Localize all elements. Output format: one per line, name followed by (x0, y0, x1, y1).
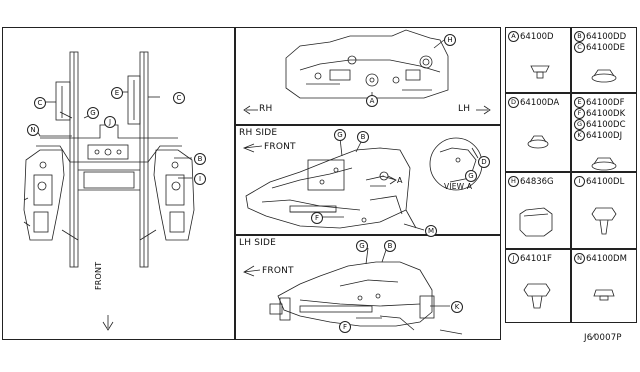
part-letter: K (574, 130, 585, 141)
callout-g-lh: G (356, 240, 368, 252)
underbody-drawing (23, 51, 195, 331)
part-letter: C (574, 42, 585, 53)
part-letter: H (508, 176, 519, 187)
part-number: 64100DK (586, 108, 626, 119)
callout-b-left: B (194, 153, 206, 165)
part-letter: J (508, 253, 519, 264)
callout-b-lh: B (384, 240, 396, 252)
lh-side-panel (235, 235, 501, 340)
part-number: 64100DJ (586, 130, 623, 141)
part-number: 64100DD (586, 31, 627, 42)
view-a-label: VIEW A (444, 182, 473, 191)
part-number: 64100DF (586, 97, 625, 108)
callout-g-rh: G (334, 129, 346, 141)
rh-side-panel (235, 125, 501, 235)
left-panel (2, 27, 235, 340)
part-cell-4-1 (505, 249, 571, 323)
lh-side-drawing (243, 247, 463, 335)
part-cell-2-2 (571, 93, 637, 172)
part-letter: E (574, 97, 585, 108)
callout-c-right: C (173, 92, 185, 104)
rh-a-mark: A (397, 176, 403, 185)
callout-i-left: I (194, 173, 206, 185)
callout-f-rh: F (311, 212, 323, 224)
lh-arrow-label: LH (458, 104, 471, 114)
part-letter: I (574, 176, 585, 187)
lh-front-label: FRONT (262, 266, 294, 276)
rh-arrow-label: RH (259, 104, 273, 114)
front-vertical-label: FRONT (94, 261, 103, 290)
callout-k-lh: K (451, 301, 463, 313)
part-letter: F (574, 108, 585, 119)
part-number: 64100DM (586, 253, 627, 264)
part-cell-3-1 (505, 172, 571, 249)
callout-n-left: N (27, 124, 39, 136)
part-letter: B (574, 31, 585, 42)
part-cell-1-2 (571, 27, 637, 93)
callout-g-view: G (465, 170, 477, 182)
part-number: 64836G (520, 176, 554, 187)
part-letter: D (508, 97, 519, 108)
top-center-panel (235, 27, 501, 125)
callout-d-view: D (478, 156, 490, 168)
part-cell-3-2 (571, 172, 637, 249)
part-letter: A (508, 31, 519, 42)
part-cell-2-1 (505, 93, 571, 172)
callout-j-left: J (104, 116, 116, 128)
part-letter: N (574, 253, 585, 264)
part-number: 64100DL (586, 176, 625, 187)
rh-side-title: RH SIDE (239, 128, 278, 138)
callout-h-top: H (444, 34, 456, 46)
callout-a-top: A (366, 95, 378, 107)
callout-m-rh: M (425, 225, 437, 237)
part-cell-4-2 (571, 249, 637, 323)
callout-g-left: G (87, 107, 99, 119)
part-number: 64100DE (586, 42, 625, 53)
lh-side-title: LH SIDE (239, 238, 277, 248)
part-number: 64101F (520, 253, 552, 264)
rh-front-label: FRONT (264, 142, 296, 152)
parts-drawings (519, 65, 617, 309)
callout-e-left: E (111, 87, 123, 99)
diagram-code: J6⁄0007P (584, 333, 622, 343)
callout-c-left: C (34, 97, 46, 109)
callout-b-rh: B (357, 131, 369, 143)
part-letter: G (574, 119, 585, 130)
part-cell-1-1 (505, 27, 571, 93)
part-number: 64100DA (520, 97, 560, 108)
callout-f-lh: F (339, 321, 351, 333)
part-number: 64100DC (586, 119, 626, 130)
firewall-drawing (243, 29, 491, 115)
part-number: 64100D (520, 31, 554, 42)
